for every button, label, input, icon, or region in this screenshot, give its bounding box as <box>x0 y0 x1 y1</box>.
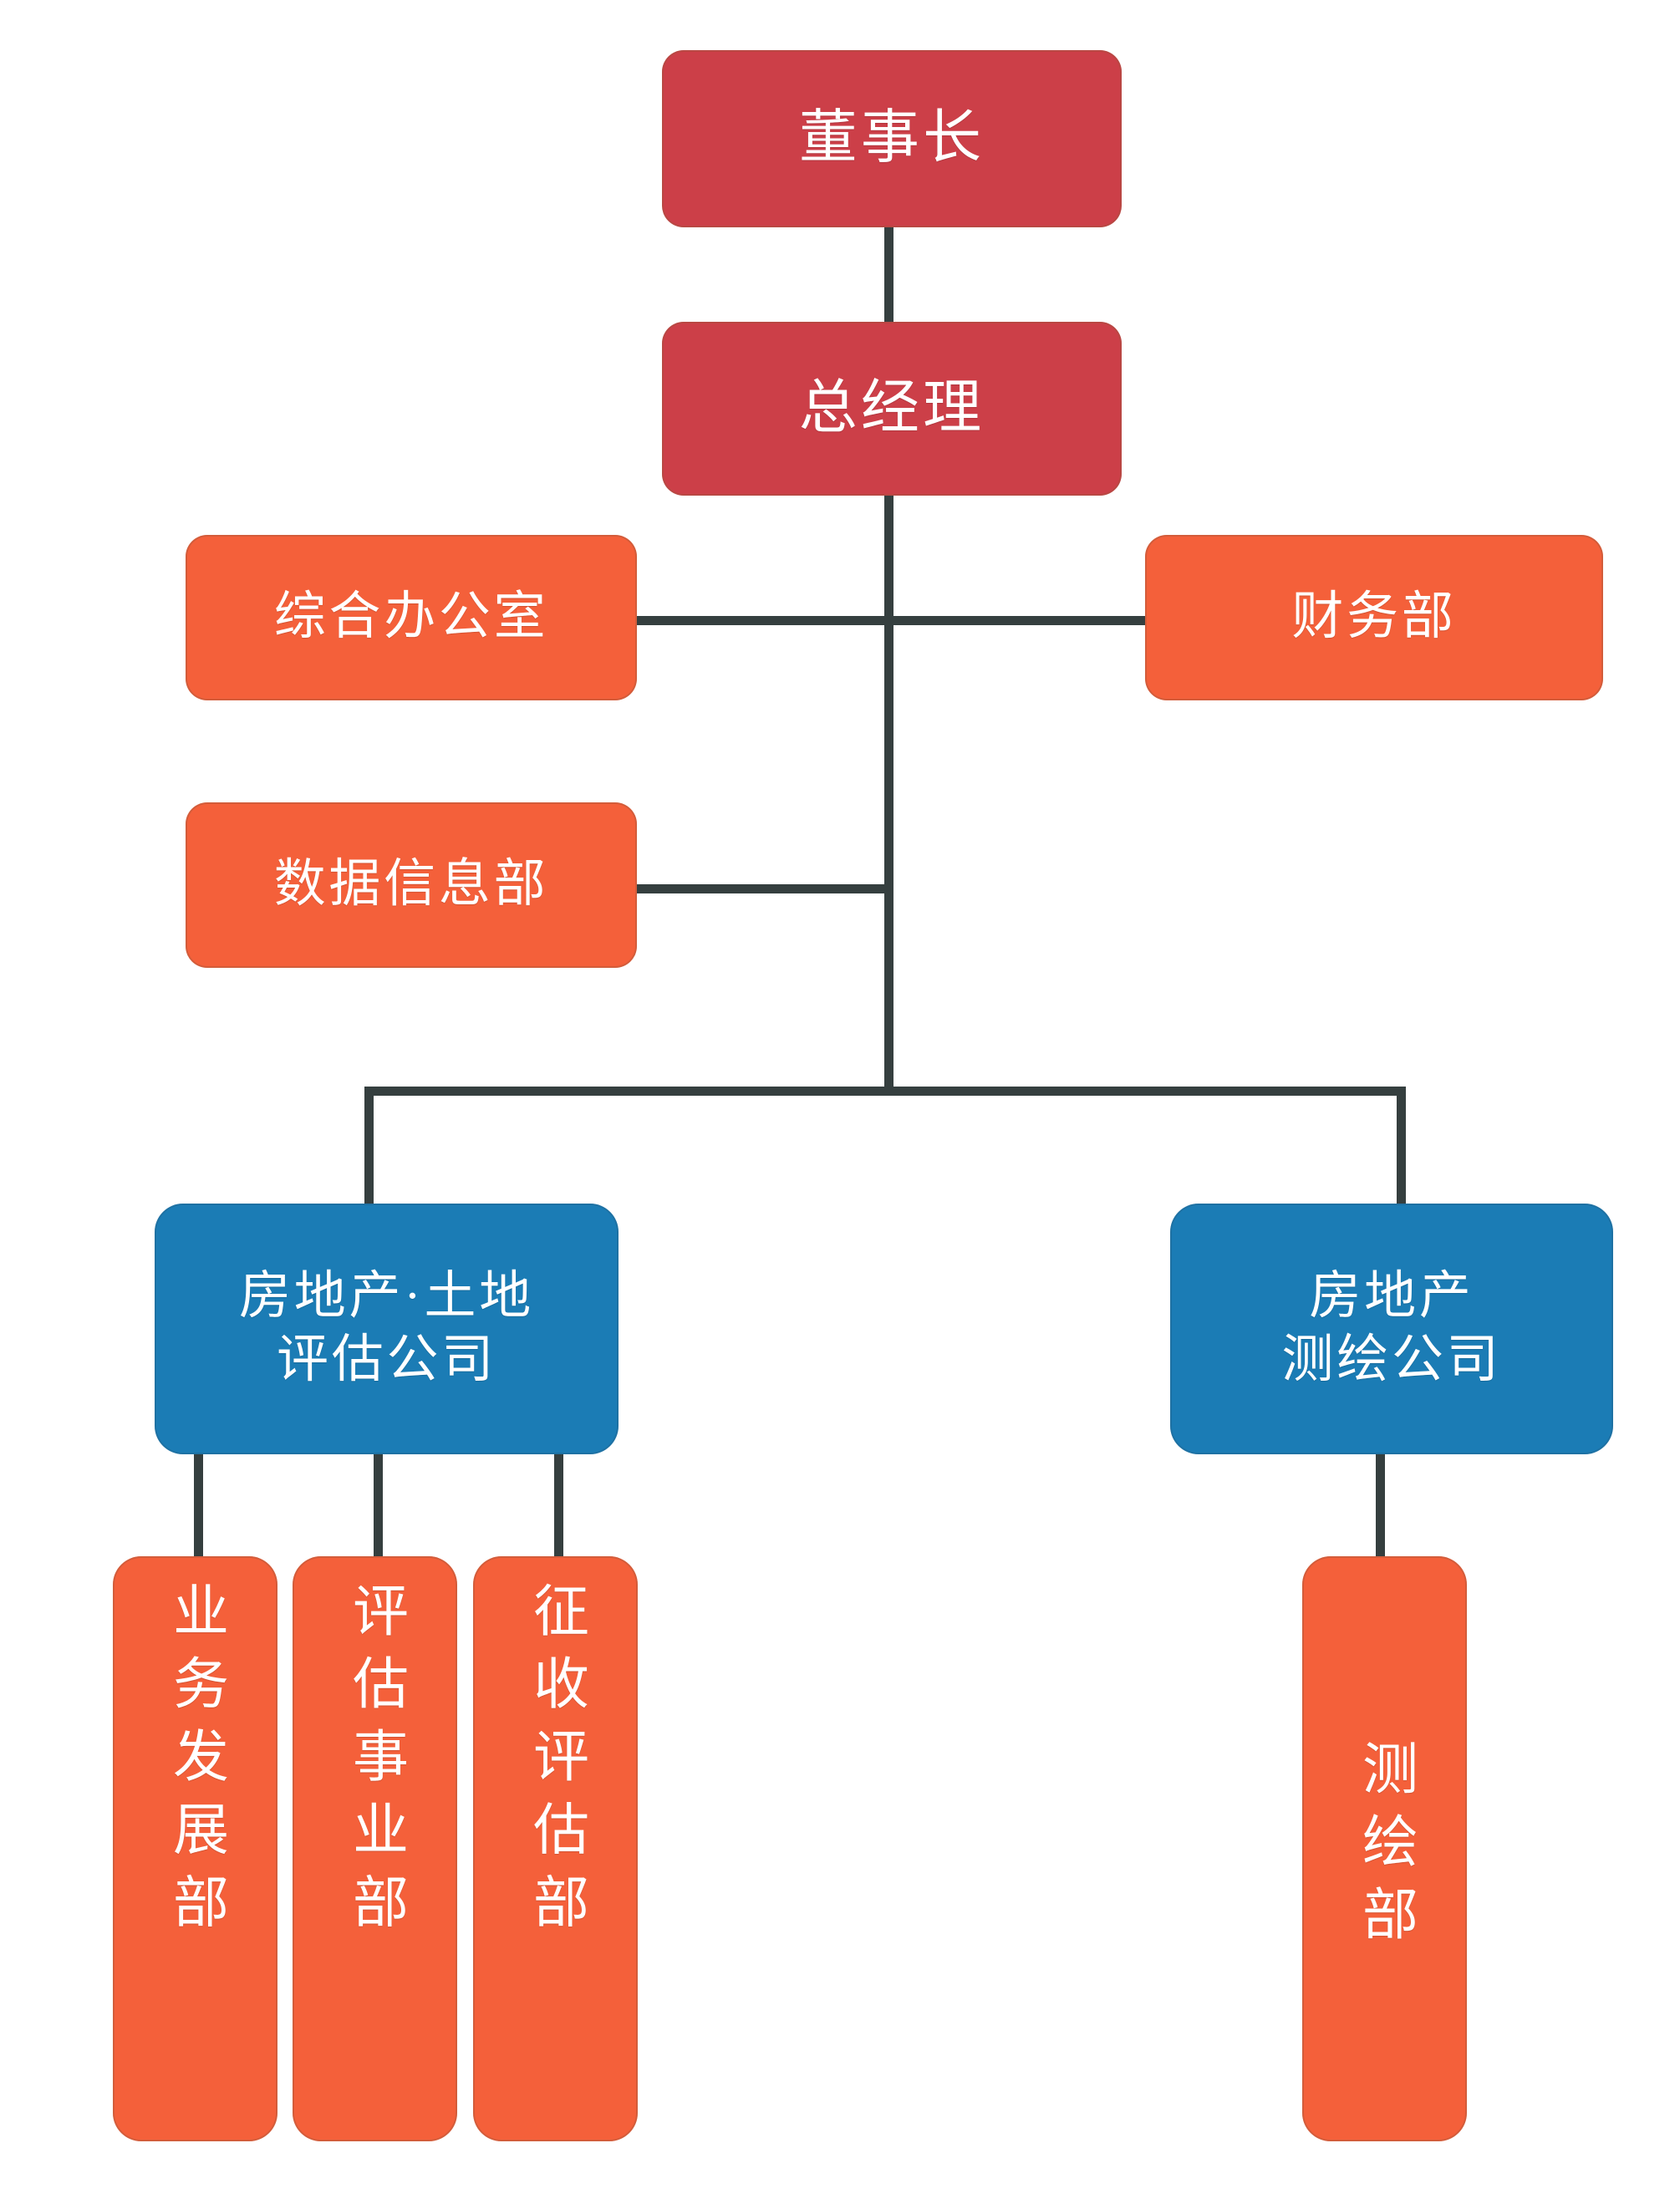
connector-subsidiary-bar <box>364 1087 1406 1096</box>
node-business-dev-dept[interactable]: 业务发展部 <box>113 1556 277 2141</box>
node-general-office[interactable]: 综合办公室 <box>186 535 637 700</box>
node-appraisal-company-label: 房地产·土地 评估公司 <box>239 1268 534 1388</box>
connector-surveying-to-surveying-dept <box>1376 1453 1385 1561</box>
node-chairman-label: 董事长 <box>798 106 985 171</box>
connector-data-info-horizontal <box>629 884 892 893</box>
node-finance-dept-label: 财务部 <box>1291 588 1457 646</box>
node-appraisal-company[interactable]: 房地产·土地 评估公司 <box>155 1204 619 1454</box>
node-general-manager[interactable]: 总经理 <box>662 322 1122 496</box>
node-acquisition-appraisal-dept-label: 征收评估部 <box>525 1581 587 1946</box>
node-general-manager-label: 总经理 <box>798 376 985 441</box>
connector-subsidiary-right-drop <box>1397 1087 1406 1214</box>
node-appraisal-business-dept[interactable]: 评估事业部 <box>293 1556 457 2141</box>
connector-gm-trunk <box>884 493 893 1091</box>
connector-chairman-to-gm <box>884 226 893 326</box>
node-surveying-dept[interactable]: 测绘部 <box>1302 1556 1467 2141</box>
node-acquisition-appraisal-dept[interactable]: 征收评估部 <box>473 1556 638 2141</box>
node-surveying-company-label: 房地产 测绘公司 <box>1281 1268 1502 1388</box>
node-data-info-dept-label: 数据信息部 <box>273 856 549 914</box>
node-chairman[interactable]: 董事长 <box>662 50 1122 227</box>
connector-appraisal-to-appraisal-business <box>374 1453 383 1561</box>
node-data-info-dept[interactable]: 数据信息部 <box>186 802 637 968</box>
node-surveying-dept-label: 测绘部 <box>1354 1739 1416 1958</box>
connector-appraisal-to-business-dev <box>194 1453 203 1561</box>
node-general-office-label: 综合办公室 <box>273 588 549 646</box>
connector-appraisal-to-acquisition <box>554 1453 563 1561</box>
node-finance-dept[interactable]: 财务部 <box>1145 535 1603 700</box>
connector-level1-horizontal <box>635 616 1145 625</box>
node-appraisal-business-dept-label: 评估事业部 <box>344 1581 406 1946</box>
node-surveying-company[interactable]: 房地产 测绘公司 <box>1170 1204 1613 1454</box>
node-business-dev-dept-label: 业务发展部 <box>165 1581 227 1946</box>
connector-subsidiary-left-drop <box>364 1087 374 1214</box>
